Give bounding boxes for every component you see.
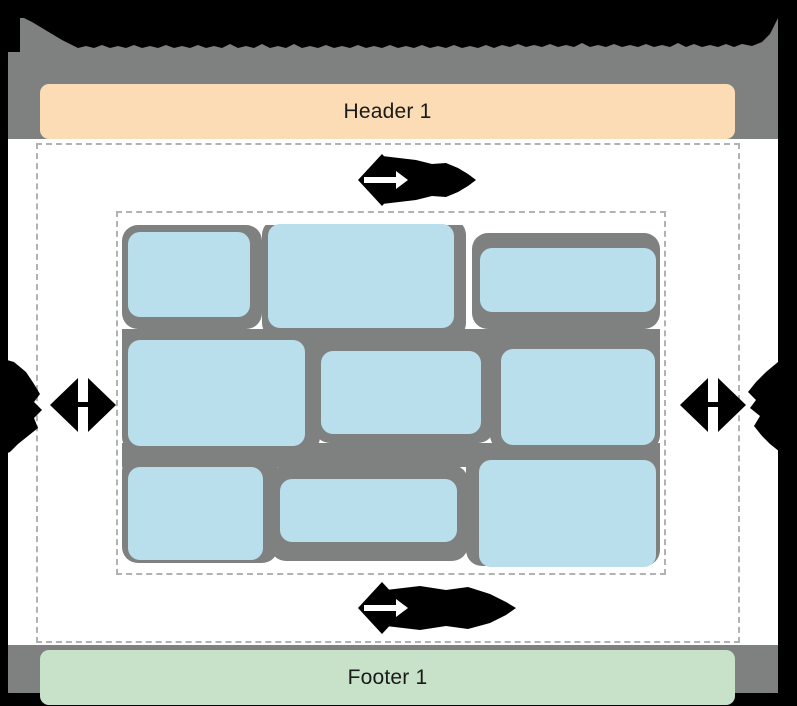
grid-tile[interactable] xyxy=(128,340,305,446)
grid-tile[interactable] xyxy=(280,479,457,542)
footer-label: Footer 1 xyxy=(347,665,428,689)
grid-tile[interactable] xyxy=(128,232,250,317)
grid-tile[interactable] xyxy=(321,351,481,434)
grid-tile[interactable] xyxy=(480,248,656,312)
footer-banner[interactable]: Footer 1 xyxy=(40,650,735,705)
header-label: Header 1 xyxy=(343,99,432,123)
grid-tile[interactable] xyxy=(128,467,263,560)
grid-tile[interactable] xyxy=(501,349,655,445)
inner-dashed-region[interactable] xyxy=(116,211,666,575)
header-banner[interactable]: Header 1 xyxy=(40,84,735,139)
grid-tile[interactable] xyxy=(268,224,454,328)
grid-tile[interactable] xyxy=(479,460,656,567)
